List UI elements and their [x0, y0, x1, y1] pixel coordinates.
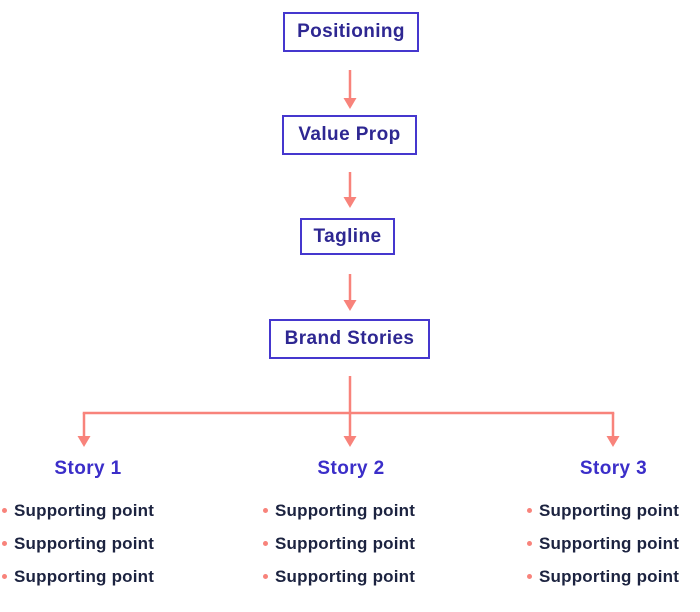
bullet-dot-icon	[263, 508, 268, 513]
arrow-tagline-to-brand-stories	[343, 274, 357, 311]
story-column-1: Story 1 Supporting point Supporting poin…	[2, 456, 174, 593]
arrow-value-prop-to-tagline	[343, 172, 357, 208]
bullet-dot-icon	[2, 541, 7, 546]
story-2-points: Supporting point Supporting point Suppor…	[263, 494, 439, 593]
node-value-prop-label: Value Prop	[298, 124, 401, 145]
story-2-title: Story 2	[317, 458, 385, 479]
list-item: Supporting point	[263, 494, 439, 527]
arrow-branch-to-story-1	[77, 413, 91, 447]
list-item: Supporting point	[527, 560, 700, 593]
list-item: Supporting point	[263, 527, 439, 560]
bullet-dot-icon	[263, 574, 268, 579]
point-text: Supporting point	[539, 500, 680, 520]
bullet-dot-icon	[527, 574, 532, 579]
bullet-dot-icon	[527, 508, 532, 513]
point-text: Supporting point	[275, 500, 416, 520]
story-3-points: Supporting point Supporting point Suppor…	[527, 494, 700, 593]
arrow-branch-to-story-3	[606, 413, 620, 447]
point-text: Supporting point	[539, 533, 680, 553]
story-3-title: Story 3	[579, 458, 648, 479]
node-positioning: Positioning	[283, 12, 419, 52]
story-1-title: Story 1	[54, 458, 122, 479]
list-item: Supporting point	[527, 527, 700, 560]
point-text: Supporting point	[539, 566, 680, 586]
list-item: Supporting point	[2, 527, 174, 560]
node-tagline: Tagline	[300, 218, 395, 255]
bullet-dot-icon	[2, 508, 7, 513]
list-item: Supporting point	[527, 494, 700, 527]
node-brand-stories: Brand Stories	[269, 319, 430, 359]
bullet-dot-icon	[2, 574, 7, 579]
node-brand-stories-label: Brand Stories	[284, 328, 415, 349]
point-text: Supporting point	[275, 533, 416, 553]
point-text: Supporting point	[14, 533, 155, 553]
bullet-dot-icon	[527, 541, 532, 546]
list-item: Supporting point	[263, 560, 439, 593]
list-item: Supporting point	[2, 494, 174, 527]
list-item: Supporting point	[2, 560, 174, 593]
point-text: Supporting point	[14, 500, 155, 520]
bullet-dot-icon	[263, 541, 268, 546]
point-text: Supporting point	[275, 566, 416, 586]
story-column-3: Story 3 Supporting point Supporting poin…	[527, 456, 700, 593]
node-value-prop: Value Prop	[282, 115, 417, 155]
arrow-branch-to-story-2	[343, 413, 357, 447]
node-positioning-label: Positioning	[297, 21, 405, 42]
node-tagline-label: Tagline	[313, 225, 382, 247]
branch-line	[82, 376, 615, 415]
story-column-2: Story 2 Supporting point Supporting poin…	[263, 456, 439, 593]
point-text: Supporting point	[14, 566, 155, 586]
arrow-positioning-to-value-prop	[343, 70, 357, 109]
story-1-points: Supporting point Supporting point Suppor…	[2, 494, 174, 593]
